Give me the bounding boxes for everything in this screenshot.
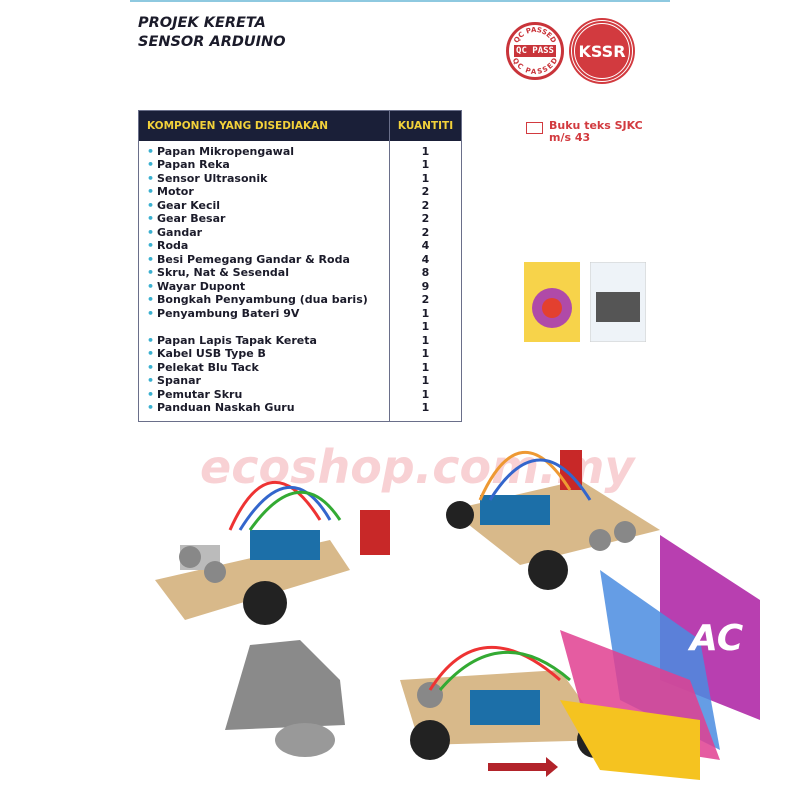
component-quantity: 4: [389, 239, 462, 253]
component-quantity: 1: [389, 374, 462, 388]
component-name: •Sensor Ultrasonik: [147, 171, 268, 185]
component-quantity: 1: [389, 333, 462, 347]
table-row: •Papan Mikropengawal 1: [139, 140, 462, 158]
textbook-cover-image: [524, 262, 580, 342]
component-name: •Pelekat Blu Tack: [147, 360, 259, 374]
top-border: [130, 0, 670, 2]
car-photo-right: [446, 450, 660, 590]
component-quantity: 1: [389, 320, 462, 334]
component-quantity: 9: [389, 279, 462, 293]
table-row: •Roda 4: [139, 239, 462, 253]
component-name: •Motor: [147, 185, 194, 198]
table-row: •Kabel USB Type B 1: [139, 347, 462, 361]
table-row: 1: [139, 320, 462, 334]
rock-image: [225, 640, 345, 757]
table-row: •Sensor Ultrasonik 1: [139, 171, 462, 185]
table-row: •Penyambung Bateri 9V 1: [139, 306, 462, 320]
ac-logo: AC: [560, 535, 760, 780]
component-name: •Besi Pemegang Gandar & Roda: [147, 252, 350, 266]
table-row: •Papan Reka 1: [139, 158, 462, 172]
table-row: •Gear Besar 2: [139, 212, 462, 226]
table-row: •Gear Kecil 2: [139, 198, 462, 212]
kssr-badge: KSSR: [571, 20, 633, 82]
component-name: •Penyambung Bateri 9V: [147, 306, 300, 320]
qc-pass-badge: QC PASSED QC PASSED QC PASS: [506, 22, 564, 80]
book-icon: [526, 122, 543, 134]
table-row: •Pemutar Skru 1: [139, 387, 462, 401]
component-quantity: 1: [389, 306, 462, 320]
component-quantity: 2: [389, 198, 462, 212]
svg-text:AC: AC: [687, 618, 744, 659]
component-name: •Pemutar Skru: [147, 387, 243, 401]
component-quantity: 1: [389, 158, 462, 172]
car-photo-left: [155, 480, 390, 625]
table-row: •Panduan Naskah Guru 1: [139, 401, 462, 421]
component-quantity: 2: [389, 212, 462, 226]
component-name: •Skru, Nat & Sesendal: [147, 266, 289, 279]
qc-ring-text: QC PASSED QC PASSED: [511, 26, 560, 76]
component-name: •Gandar: [147, 225, 203, 239]
component-quantity: 1: [389, 347, 462, 361]
table-row: •Besi Pemegang Gandar & Roda 4: [139, 252, 462, 266]
header-components: KOMPONEN YANG DISEDIAKAN: [138, 110, 390, 141]
component-name: •Gear Besar: [147, 212, 226, 225]
component-quantity: 2: [389, 293, 462, 307]
component-name: •Spanar: [147, 374, 201, 387]
direction-arrow: [488, 757, 558, 777]
component-quantity: 4: [389, 252, 462, 266]
table-row: •Motor 2: [139, 185, 462, 199]
component-name: •Kabel USB Type B: [147, 347, 266, 360]
component-name: •Gear Kecil: [147, 198, 221, 212]
table-row: •Papan Lapis Tapak Kereta 1: [139, 333, 462, 347]
component-quantity: 1: [389, 387, 462, 401]
component-quantity: 1: [389, 140, 462, 158]
component-name: •Papan Mikropengawal: [147, 144, 295, 158]
svg-text:QC PASSED: QC PASSED: [511, 56, 560, 76]
component-quantity: 1: [389, 360, 462, 374]
component-name: •Bongkah Penyambung (dua baris): [147, 293, 368, 306]
component-name: •Papan Reka: [147, 158, 230, 171]
component-name: [139, 320, 390, 334]
component-name: •Wayar Dupont: [147, 279, 246, 293]
table-row: •Skru, Nat & Sesendal 8: [139, 266, 462, 280]
product-photos: AC: [155, 450, 760, 780]
header-quantity: KUANTITI: [389, 110, 462, 141]
component-name: •Panduan Naskah Guru: [147, 401, 295, 414]
component-quantity: 8: [389, 266, 462, 280]
workbook-cover-image: [590, 262, 646, 342]
table-row: •Gandar 2: [139, 225, 462, 239]
component-quantity: 1: [389, 401, 462, 421]
table-row: •Spanar 1: [139, 374, 462, 388]
component-quantity: 2: [389, 185, 462, 199]
component-name: •Papan Lapis Tapak Kereta: [147, 333, 317, 347]
component-quantity: 2: [389, 225, 462, 239]
component-name: •Roda: [147, 239, 189, 252]
svg-text:QC PASSED: QC PASSED: [512, 26, 558, 45]
component-quantity: 1: [389, 171, 462, 185]
table-row: •Pelekat Blu Tack 1: [139, 360, 462, 374]
table-row: •Wayar Dupont 9: [139, 279, 462, 293]
table-row: •Bongkah Penyambung (dua baris) 2: [139, 293, 462, 307]
